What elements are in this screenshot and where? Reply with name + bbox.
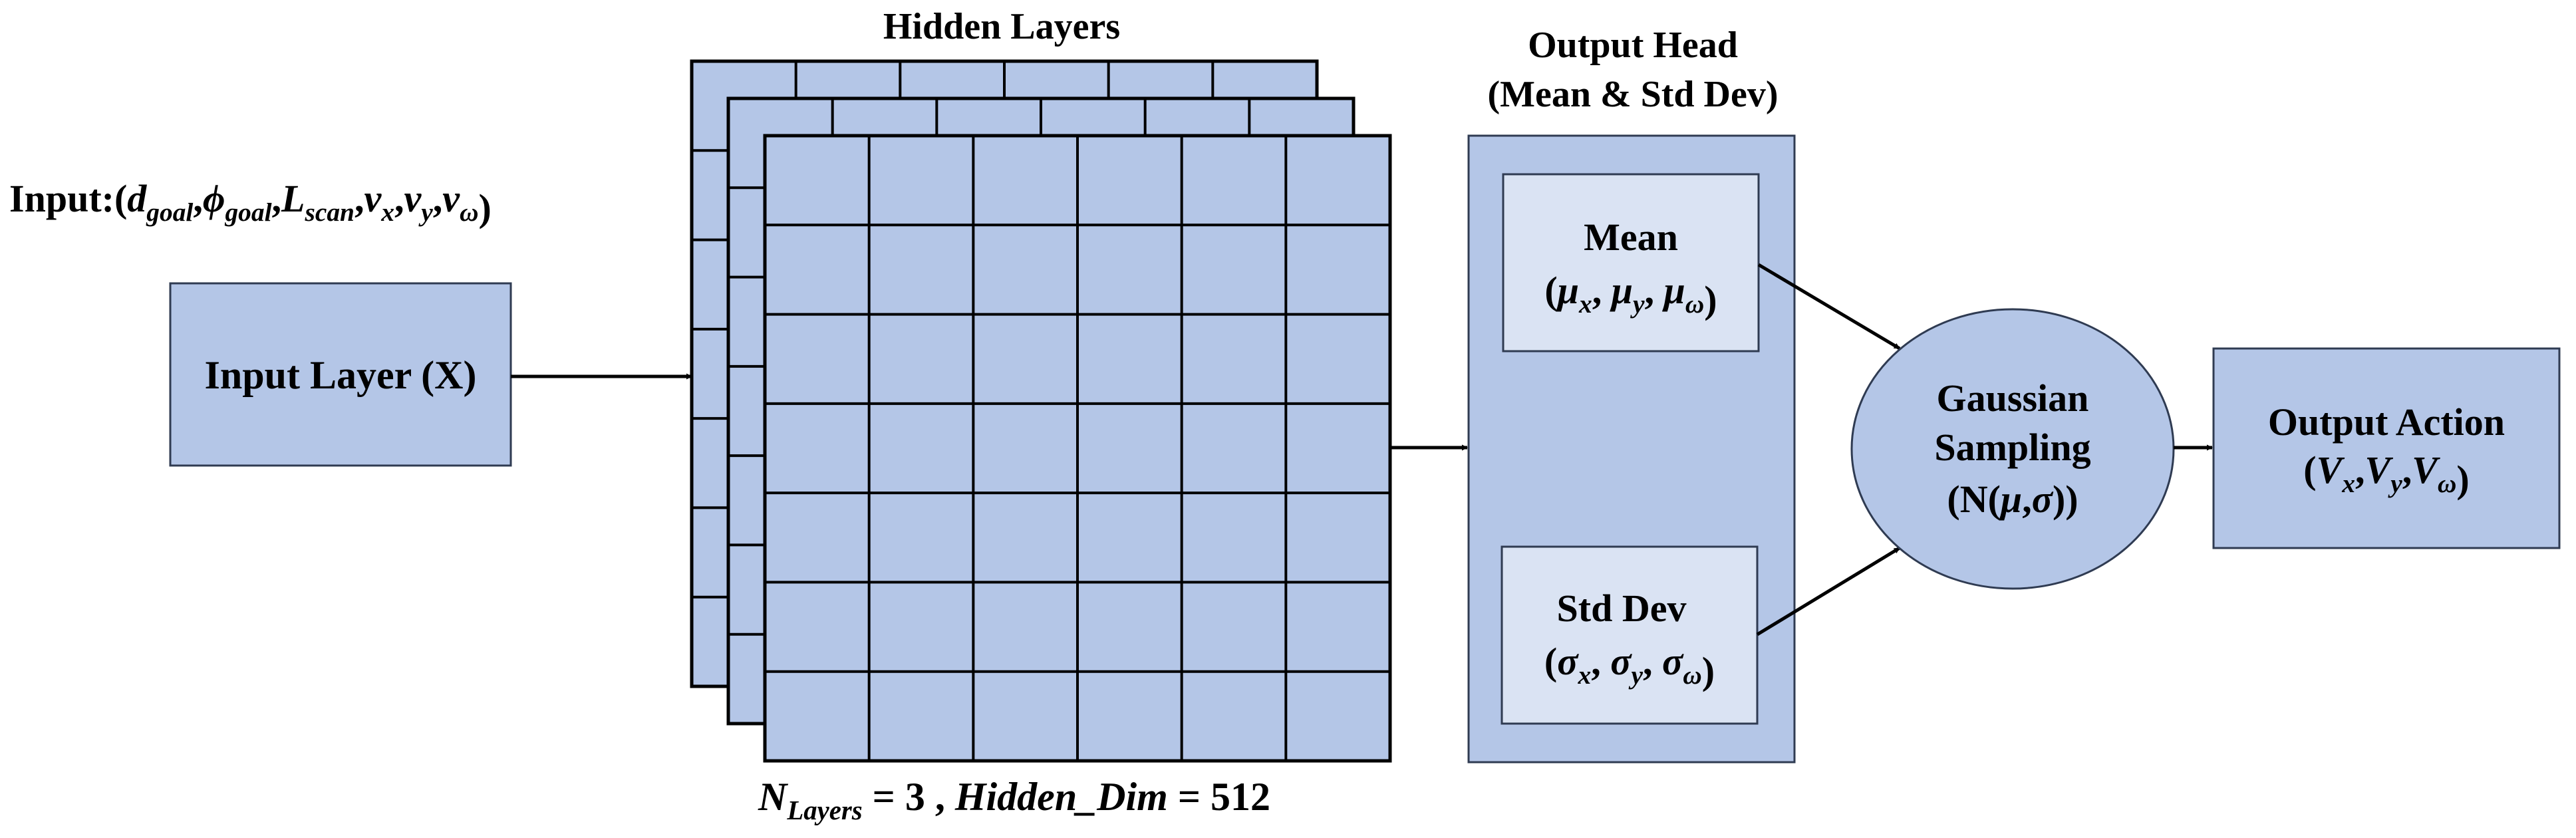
formula-var: σ — [1557, 640, 1579, 683]
formula-baseline: , — [1591, 640, 1610, 683]
std-dev-label: Std Dev — [1557, 587, 1687, 630]
caption-n-subscript: Layers — [786, 795, 862, 825]
formula-baseline: , — [1644, 269, 1663, 312]
formula-subscript: goal — [146, 198, 193, 227]
formula-subscript: y — [418, 198, 433, 227]
formula-baseline: , — [2402, 448, 2412, 491]
gaussian-label-line2: Sampling — [1934, 426, 2090, 469]
formula-var: V — [2365, 448, 2394, 491]
output-head-title: Output Head — [1528, 25, 1738, 66]
gaussian-label-line1: Gaussian — [1937, 376, 2089, 420]
formula-var: v — [442, 177, 460, 220]
formula-subscript: y — [2388, 469, 2402, 498]
formula-var: μ — [1610, 269, 1633, 312]
gaussian-label-line3: (N(μ,σ)) — [1947, 478, 2078, 521]
hidden-layer-stack — [690, 59, 1392, 763]
formula-open: ( — [2303, 448, 2316, 491]
formula-var: d — [127, 177, 147, 220]
formula-subscript: goal — [224, 198, 271, 227]
formula-var: μ — [1661, 269, 1685, 312]
formula-subscript: ω — [1683, 660, 1702, 690]
formula-subscript: ω — [2438, 469, 2457, 498]
arrow-mean-to-gaussian — [1757, 263, 1901, 350]
formula-baseline: , — [272, 177, 282, 220]
mean-box — [1502, 173, 1760, 352]
std-dev-formula: (σx, σy, σω) — [1544, 640, 1715, 692]
formula-subscript: x — [1578, 289, 1592, 319]
formula-var: v — [364, 177, 382, 220]
formula-baseline: , — [355, 177, 364, 220]
input-layer-box — [169, 282, 512, 467]
formula-baseline: , — [193, 177, 203, 220]
formula-subscript: ω — [460, 198, 479, 227]
formula-var: σ — [1662, 640, 1684, 683]
formula-prefix: Input:( — [9, 177, 127, 220]
formula-open: ( — [1544, 269, 1557, 312]
formula-open: ( — [1544, 640, 1557, 683]
input-formula: Input:(dgoal,ϕgoal,Lscan,vx,vy,vω) — [9, 177, 492, 229]
formula-baseline: , — [2355, 448, 2365, 491]
formula-subscript: ω — [1685, 289, 1705, 319]
caption-eq1: = 3 , — [863, 775, 955, 819]
output-action-formula: (Vx,Vy,Vω) — [2303, 448, 2469, 501]
output-action-box — [2212, 347, 2561, 549]
formula-var: v — [404, 177, 422, 220]
formula-subscript: y — [1630, 289, 1645, 319]
formula-var: V — [2412, 448, 2440, 491]
formula-baseline: , — [433, 177, 443, 220]
formula-subscript: scan — [304, 198, 354, 227]
caption-eq2: = 512 — [1168, 775, 1270, 819]
formula-baseline: , — [1643, 640, 1662, 683]
std-dev-box — [1501, 545, 1759, 725]
formula-var: V — [2317, 448, 2345, 491]
formula-close: ) — [478, 186, 491, 229]
caption-n: N — [758, 775, 789, 819]
input-layer-label: Input Layer (X) — [205, 353, 477, 397]
formula-close: ) — [1702, 649, 1715, 692]
formula-subscript: y — [1628, 660, 1643, 690]
formula-var: μ — [1556, 269, 1579, 312]
output-action-label: Output Action — [2268, 400, 2505, 444]
caption-hidden-dim: Hidden_Dim — [954, 775, 1168, 819]
formula-var: ϕ — [203, 177, 225, 220]
formula-baseline: , — [394, 177, 404, 220]
mean-label: Mean — [1584, 215, 1678, 259]
formula-subscript: x — [380, 198, 394, 227]
arrow-std-to-gaussian — [1756, 546, 1901, 636]
formula-var: σ — [1610, 640, 1632, 683]
hidden-layers-caption: NLayers = 3 , Hidden_Dim = 512 — [758, 775, 1270, 825]
formula-subscript: x — [2341, 469, 2355, 498]
formula-subscript: x — [1578, 660, 1592, 690]
hidden-layers-title: Hidden Layers — [883, 6, 1120, 47]
mean-formula: (μx, μy, μω) — [1544, 269, 1717, 321]
formula-var: L — [281, 177, 305, 220]
formula-baseline: , — [1592, 269, 1612, 312]
formula-close: ) — [2456, 458, 2469, 501]
formula-close: ) — [1704, 278, 1717, 321]
output-head-subtitle: (Mean & Std Dev) — [1487, 74, 1778, 115]
